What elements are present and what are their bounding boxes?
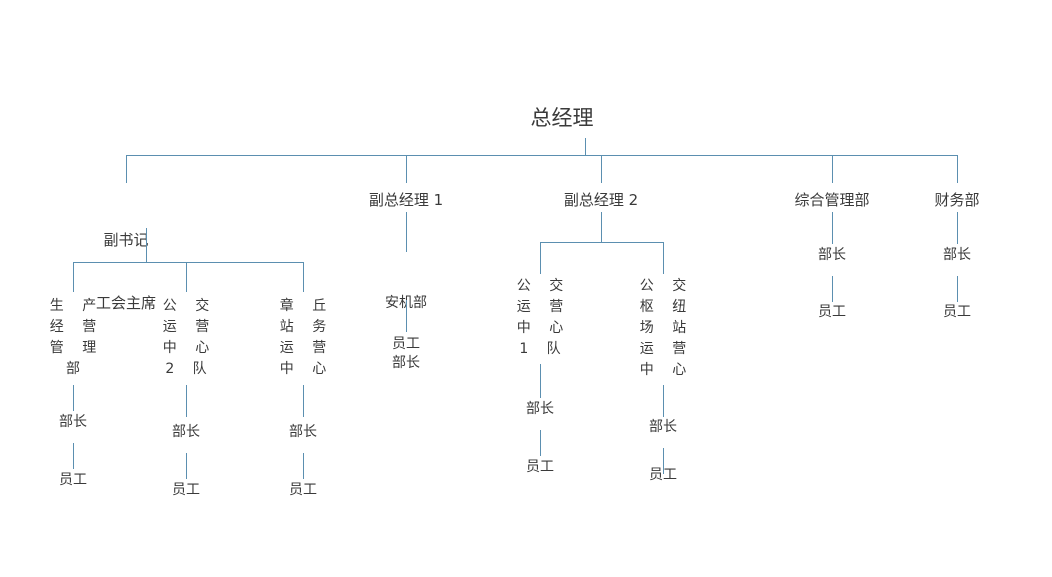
connector-drop-bus-operations-center-team-1 xyxy=(540,242,541,274)
connector-drop-bus-hub-station-operations-center xyxy=(663,242,664,274)
node-bus-hub-station-operations-center: 公 交 枢 纽 场 站 运 营 中 心 xyxy=(630,276,696,381)
vrow: 章 丘 xyxy=(279,298,334,314)
connector-drop-deputy-gm-2 xyxy=(601,155,602,183)
connector-drop-deputy-secretary xyxy=(126,155,127,183)
node-safety-machinery-dept: 安机部 部长 xyxy=(366,253,446,413)
node-bus-center-2-director: 部长 xyxy=(172,424,200,440)
connector-drop-general-admin-dept xyxy=(832,155,833,183)
vrow: 部 xyxy=(66,361,87,377)
connector-deputy-secretary-bus xyxy=(73,262,304,263)
vrow: 场 站 xyxy=(639,320,694,336)
connector-safety-machinery-to-staff xyxy=(406,300,407,332)
connector-deputy-gm-2-stem xyxy=(601,212,602,242)
node-bus-center-2-staff: 员工 xyxy=(172,482,200,498)
node-zhangqiu-station-operations-center: 章 丘 站 务 运 营 中 心 xyxy=(270,296,336,380)
node-bus-operations-center-team-2: 公 交 运 营 中 心 2 队 xyxy=(153,296,219,380)
connector-drop-bus-operations-center-team-2 xyxy=(186,262,187,292)
connector-bus-center-1-director-to-staff xyxy=(540,430,541,456)
connector-deputy-secretary-stem xyxy=(146,228,147,262)
vrow: 经 营 xyxy=(49,319,104,335)
vrow: 运 营 xyxy=(516,299,571,315)
vrow: 运 营 xyxy=(162,319,217,335)
node-finance-staff: 员工 xyxy=(943,304,971,320)
vrow: 中 心 xyxy=(162,340,217,356)
connector-root-stem xyxy=(585,138,586,155)
connector-production-dept-to-director xyxy=(73,385,74,411)
connector-bus-center-1-to-director xyxy=(540,364,541,398)
node-safety-machinery-staff: 员工 xyxy=(392,336,420,352)
node-production-dept-staff: 员工 xyxy=(59,472,87,488)
node-zhangqiu-staff: 员工 xyxy=(289,482,317,498)
vrow: 2 队 xyxy=(165,361,214,377)
connector-drop-zhangqiu-station-operations-center xyxy=(303,262,304,292)
node-safety-machinery-dept-director: 部长 xyxy=(392,355,420,371)
node-general-admin-director: 部长 xyxy=(818,247,846,263)
node-bus-hub-staff: 员工 xyxy=(649,467,677,483)
vrow: 运 营 xyxy=(279,340,334,356)
node-deputy-gm-1: 副总经理 1 xyxy=(368,191,444,209)
vrow: 1 队 xyxy=(519,341,568,357)
node-deputy-gm-2: 副总经理 2 xyxy=(563,191,639,209)
connector-bus-center-2-to-director xyxy=(186,385,187,417)
vrow: 站 务 xyxy=(279,319,334,335)
connector-general-admin-director-to-staff xyxy=(832,276,833,302)
connector-drop-deputy-gm-1 xyxy=(406,155,407,183)
node-general-manager: 总经理 xyxy=(530,106,594,130)
vrow: 公 交 xyxy=(516,278,571,294)
vrow: 运 营 xyxy=(639,341,694,357)
node-bus-hub-director: 部长 xyxy=(649,419,677,435)
vrow: 中 心 xyxy=(639,362,694,378)
connector-level1-bus xyxy=(126,155,957,156)
vrow: 公 交 xyxy=(639,278,694,294)
node-production-dept-director: 部长 xyxy=(59,414,87,430)
node-bus-operations-center-team-1: 公 交 运 营 中 心 1 队 xyxy=(507,276,573,360)
connector-general-admin-to-director xyxy=(832,212,833,244)
connector-deputy-gm-1-stem xyxy=(406,212,407,252)
vrow: 中 心 xyxy=(279,361,334,377)
connector-bus-center-2-director-to-staff xyxy=(186,453,187,479)
connector-drop-production-operations-management-dept xyxy=(73,262,74,292)
node-production-operations-management-dept: 生 产 经 营 管 理 部 xyxy=(40,296,106,380)
node-deputy-secretary-line1: 副书记 xyxy=(103,231,149,249)
connector-finance-to-director xyxy=(957,212,958,244)
node-bus-center-1-staff: 员工 xyxy=(526,459,554,475)
vrow: 公 交 xyxy=(162,298,217,314)
node-finance-dept: 财务部 xyxy=(934,191,980,209)
node-bus-center-1-director: 部长 xyxy=(526,401,554,417)
node-deputy-secretary-line2: 工会主席 xyxy=(95,294,156,312)
vrow: 管 理 xyxy=(49,340,104,356)
connector-deputy-gm-2-bus xyxy=(540,242,664,243)
connector-zhangqiu-to-director xyxy=(303,385,304,417)
vrow: 枢 纽 xyxy=(639,299,694,315)
connector-production-director-to-staff xyxy=(73,443,74,469)
connector-bus-hub-director-to-staff xyxy=(663,448,664,474)
node-deputy-secretary: 副书记 工会主席 xyxy=(66,188,186,356)
node-zhangqiu-director: 部长 xyxy=(289,424,317,440)
vrow: 生 产 xyxy=(49,298,104,314)
node-general-admin-staff: 员工 xyxy=(818,304,846,320)
connector-bus-hub-to-director xyxy=(663,385,664,417)
node-finance-director: 部长 xyxy=(943,247,971,263)
connector-finance-director-to-staff xyxy=(957,276,958,302)
node-general-admin-dept: 综合管理部 xyxy=(794,191,870,209)
vrow: 中 心 xyxy=(516,320,571,336)
connector-drop-finance-dept xyxy=(957,155,958,183)
connector-zhangqiu-director-to-staff xyxy=(303,453,304,479)
